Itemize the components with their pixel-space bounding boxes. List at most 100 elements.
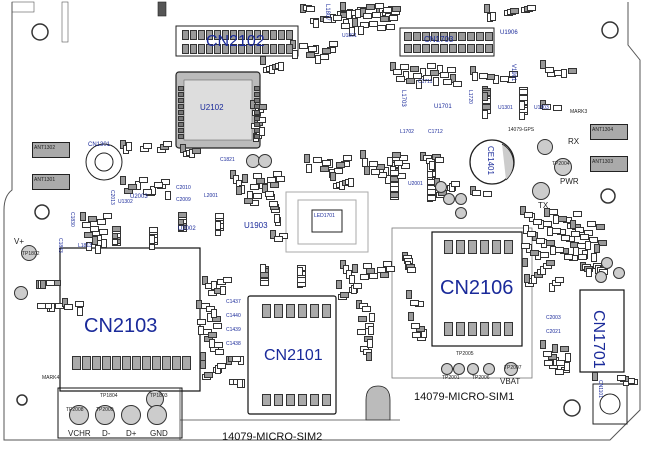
smd-part <box>467 32 475 41</box>
smd-part <box>540 340 546 349</box>
smd-part <box>565 353 571 362</box>
pin-gnd: GND <box>150 429 168 438</box>
smd-part <box>536 238 545 244</box>
smd-part <box>214 44 221 54</box>
smd-part <box>413 44 421 53</box>
u2102-core <box>183 79 253 141</box>
smd-part <box>322 160 331 166</box>
led-frame <box>285 191 369 253</box>
smd-part <box>431 44 439 53</box>
smd-part <box>519 95 528 101</box>
smd-part <box>369 273 378 279</box>
smd-part <box>178 104 184 109</box>
c1440-label: C1440 <box>226 313 241 319</box>
mounting-hole <box>16 394 28 406</box>
smd-part <box>490 12 496 21</box>
tp1802-label: TP1802 <box>22 251 40 257</box>
smd-part <box>377 25 386 31</box>
smd-part <box>92 236 98 245</box>
smd-part <box>254 44 261 54</box>
smd-part <box>378 172 387 178</box>
smd-part <box>310 394 319 406</box>
smd-part <box>86 242 92 251</box>
smd-part <box>592 372 598 381</box>
tx-label: TX <box>538 201 549 210</box>
smd-part <box>46 280 55 286</box>
pin-d-minus: D- <box>102 429 111 438</box>
smd-part <box>178 110 184 115</box>
smd-part <box>383 7 392 13</box>
ce1401-label: CE1401 <box>486 146 495 175</box>
smd-part <box>270 30 277 40</box>
test-point <box>453 363 465 375</box>
smd-part <box>178 98 184 103</box>
smd-part <box>570 220 576 229</box>
smd-part <box>561 235 570 241</box>
u1903-label: U1903 <box>244 221 268 230</box>
smd-part <box>393 69 402 75</box>
smd-part <box>270 230 276 239</box>
smd-part <box>591 253 597 262</box>
smd-part <box>230 44 237 54</box>
cn2106-label: CN2106 <box>440 277 514 299</box>
c1439-label: C1439 <box>226 327 241 333</box>
smd-part <box>482 110 488 119</box>
test-point <box>147 405 167 425</box>
smd-part <box>413 73 422 79</box>
smd-part <box>485 44 493 53</box>
smd-part <box>564 362 570 371</box>
smd-part <box>182 44 189 54</box>
test-point <box>95 405 115 425</box>
smd-part <box>527 5 536 11</box>
mounting-hole <box>34 204 50 220</box>
smd-part <box>522 258 528 267</box>
smd-part <box>260 264 266 273</box>
l1720-label: L1720 <box>467 90 473 104</box>
smd-part <box>139 177 148 183</box>
smd-part <box>587 221 596 227</box>
cn1703-outline <box>399 27 495 57</box>
smd-part <box>178 212 187 218</box>
sim1-frame <box>391 227 533 379</box>
smd-part <box>544 360 553 366</box>
smd-part <box>163 141 172 147</box>
smd-part <box>401 163 410 169</box>
smd-part <box>520 206 526 215</box>
smd-part <box>482 92 488 101</box>
smd-part <box>149 227 158 233</box>
smd-part <box>322 394 331 406</box>
l2001-label: L2001 <box>204 193 218 199</box>
smd-part <box>286 304 295 318</box>
cn1301-label: CN1301 <box>88 142 111 148</box>
smd-part <box>349 275 355 284</box>
smd-part <box>260 280 269 286</box>
smd-part <box>404 44 412 53</box>
test-point <box>21 245 37 261</box>
smd-part <box>472 72 478 81</box>
u2002-label: U2002 <box>178 226 196 232</box>
smd-part <box>552 344 558 353</box>
smd-part <box>482 104 491 110</box>
smd-part <box>88 216 97 222</box>
smd-part <box>320 54 329 60</box>
smd-part <box>192 148 201 154</box>
smd-part <box>440 32 448 41</box>
tp2006-label: TP2006 <box>472 375 490 381</box>
smd-part <box>411 323 420 329</box>
smd-part <box>315 55 321 64</box>
smd-part <box>387 157 393 166</box>
smd-part <box>366 4 375 10</box>
smd-part <box>213 323 222 329</box>
test-point <box>554 158 572 176</box>
smd-part <box>433 77 439 86</box>
c1438-label: C1438 <box>226 341 241 347</box>
smd-part <box>363 13 372 19</box>
cn1101-outline <box>592 383 628 425</box>
smd-part <box>467 44 475 53</box>
smd-part <box>211 309 217 318</box>
smd-part <box>254 30 261 40</box>
smd-part <box>262 44 269 54</box>
smd-part <box>292 50 298 59</box>
smd-part <box>90 226 99 232</box>
rx-label: RX <box>568 137 580 146</box>
